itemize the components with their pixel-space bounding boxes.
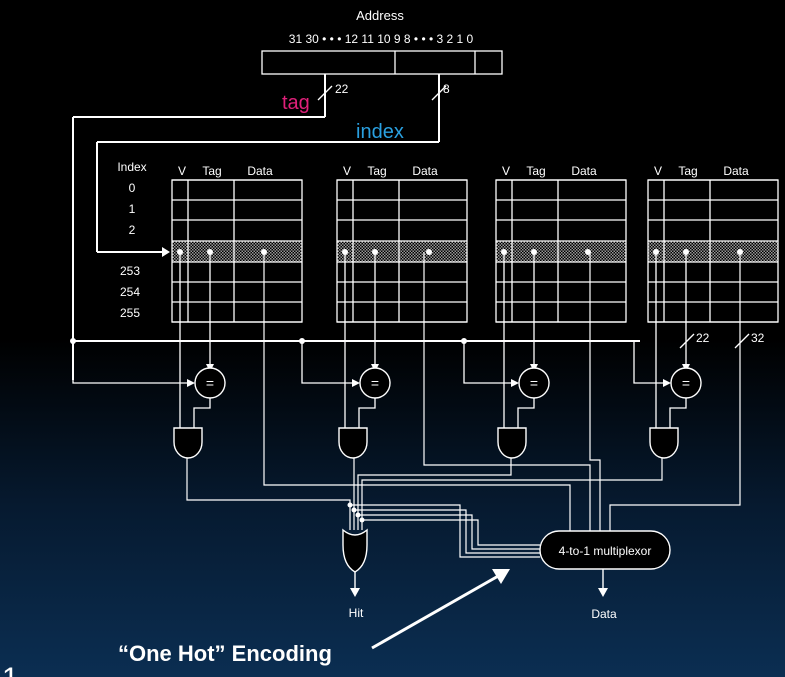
tag-bus-junctions [70, 338, 467, 344]
one-hot-annotation: “One Hot” Encoding [118, 641, 332, 666]
index-row-1: 1 [129, 202, 136, 216]
selected-row-2 [337, 241, 467, 262]
corner-mark: 1 [2, 662, 19, 677]
comparator-2 [359, 367, 391, 399]
way-4-header-v: V [654, 164, 662, 178]
address-bit-numbers: 31 30 • • • 12 11 10 9 8 • • • 3 2 1 0 [289, 32, 474, 46]
hit-arrow [350, 588, 360, 597]
selected-row-1 [172, 241, 302, 262]
index-row-0: 0 [129, 181, 136, 195]
way-2-header-data: Data [412, 164, 438, 178]
way-4-table [647, 179, 779, 323]
way-4-header-data: Data [723, 164, 749, 178]
index-row-255: 255 [120, 306, 140, 320]
way-3-table [495, 179, 627, 323]
address-title: Address [356, 8, 404, 23]
bus-width-ticks [317, 85, 447, 101]
index-arrowhead [162, 247, 170, 257]
selected-row-4 [648, 241, 778, 262]
way-2-header-v: V [343, 164, 351, 178]
comparator-1-symbol: = [206, 375, 214, 391]
index-header: Index [117, 160, 146, 174]
way-3-header-v: V [502, 164, 510, 178]
way-2-header-tag: Tag [367, 164, 386, 178]
multiplexor-label: 4-to-1 multiplexor [559, 544, 652, 558]
data-bits-label: 32 [751, 331, 765, 345]
way-3-header-data: Data [571, 164, 597, 178]
annotation-arrow-line [371, 573, 501, 650]
tag-bus [72, 117, 640, 380]
tag-bits-label: 22 [696, 331, 710, 345]
way4-width-ticks [679, 333, 750, 349]
comparator-4 [670, 367, 702, 399]
and-gate-3 [497, 427, 527, 459]
and-gate-1 [173, 427, 203, 459]
address-buses [73, 74, 440, 253]
way-2-table [336, 179, 468, 323]
index-column: Index 0 1 2 253 254 255 [117, 160, 146, 320]
way-4-wires [633, 252, 687, 428]
annotation-arrowhead [492, 569, 510, 584]
multiplexor [539, 530, 671, 570]
index-row-2: 2 [129, 223, 136, 237]
hit-label: Hit [349, 606, 364, 620]
way-4-header-tag: Tag [678, 164, 697, 178]
comparator-2-symbol: = [371, 375, 379, 391]
hit-select-wires [186, 252, 741, 558]
hit-or-gate [342, 528, 368, 573]
tag-label: tag [282, 92, 310, 114]
index-label: index [356, 121, 404, 143]
comparator-3 [518, 367, 550, 399]
comparator-3-symbol: = [530, 375, 538, 391]
cache-ways: V Tag Data = V Tag Data = V Tag Data = V Tag Data = [72, 164, 779, 459]
comparator-4-symbol: = [682, 375, 690, 391]
and-gate-4 [649, 427, 679, 459]
wire-junctions [347, 502, 365, 523]
way-1-table [171, 179, 303, 323]
data-out-label: Data [591, 607, 617, 621]
comparator-1 [194, 367, 226, 399]
way-3: V Tag Data = [463, 164, 627, 459]
index-width-label: 8 [443, 82, 450, 96]
way-1: V Tag Data = [72, 164, 303, 459]
tag-width-label: 22 [335, 82, 349, 96]
way-1-header-tag: Tag [202, 164, 221, 178]
address-register [261, 50, 503, 75]
selected-row-3 [496, 241, 626, 262]
way-2: V Tag Data = [301, 164, 468, 459]
and-gate-2 [338, 427, 368, 459]
way-1-header-data: Data [247, 164, 273, 178]
data-out-arrow [598, 588, 608, 597]
way-3-header-tag: Tag [526, 164, 545, 178]
index-row-253: 253 [120, 264, 140, 278]
index-row-254: 254 [120, 285, 140, 299]
way-1-header-v: V [178, 164, 186, 178]
way-4: V Tag Data = [633, 164, 779, 459]
